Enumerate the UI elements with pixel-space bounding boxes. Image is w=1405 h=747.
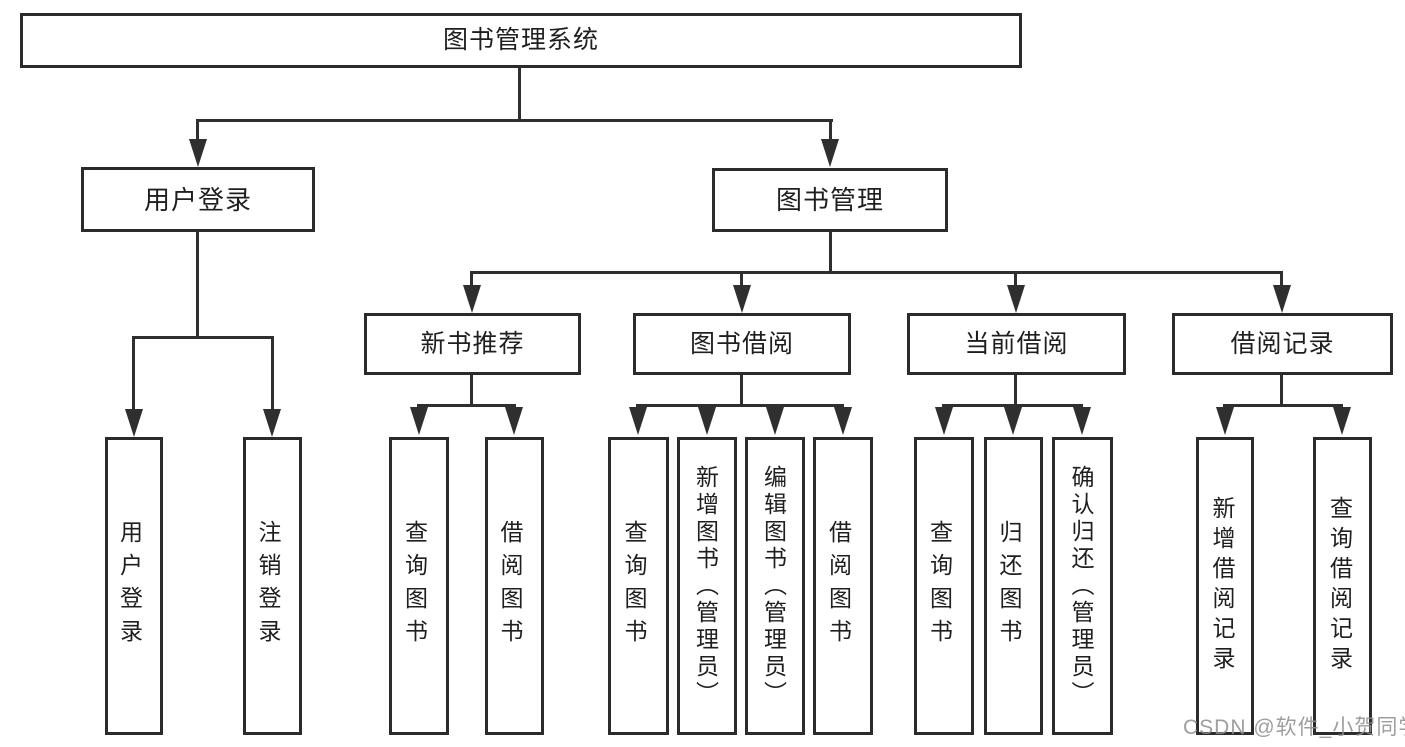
leaf-borrow-query-books: 查询图书	[608, 437, 669, 735]
node-root-system: 图书管理系统	[20, 13, 1022, 68]
leaf-current-query-books: 查询图书	[914, 437, 974, 735]
connector-to-user-login	[196, 119, 199, 145]
connector-borrow-records-spread	[1223, 404, 1343, 407]
arrow-down-icon	[505, 407, 523, 435]
node-book-borrow: 图书借阅	[633, 313, 851, 375]
connector-to-new-book-rec	[470, 271, 473, 289]
node-book-mgmt: 图书管理	[712, 168, 948, 232]
arrow-down-icon	[1007, 285, 1025, 313]
connector-user-login-spread	[132, 336, 273, 339]
leaf-records-query: 查询借阅记录	[1313, 437, 1372, 735]
connector-to-book-mgmt	[829, 119, 832, 145]
connector-book-mgmt-spread	[471, 271, 1283, 274]
connector-to-login-leaf	[132, 336, 135, 412]
node-borrow-records: 借阅记录	[1172, 313, 1393, 375]
arrow-down-icon	[410, 407, 428, 435]
connector-to-current-borrow	[1014, 271, 1017, 289]
leaf-logout-action: 注销登录	[243, 437, 302, 735]
node-current-borrow: 当前借阅	[907, 313, 1126, 375]
connector-user-login-down	[196, 232, 199, 339]
arrow-down-icon	[1216, 407, 1234, 435]
arrow-down-icon	[1273, 285, 1291, 313]
arrow-down-icon	[1073, 407, 1091, 435]
leaf-rec-borrow-books: 借阅图书	[485, 437, 544, 735]
connector-to-book-borrow	[740, 271, 743, 289]
connector-root-spread	[197, 119, 833, 122]
leaf-borrow-add-books: 新增图书（管理员）	[677, 437, 737, 735]
arrow-down-icon	[698, 407, 716, 435]
connector-to-borrow-records	[1280, 271, 1283, 289]
leaf-current-return-books: 归还图书	[984, 437, 1043, 735]
arrow-down-icon	[263, 409, 281, 437]
leaf-rec-query-books: 查询图书	[389, 437, 449, 735]
node-new-book-rec: 新书推荐	[364, 313, 581, 375]
connector-root-down	[518, 68, 521, 121]
connector-to-logout-leaf	[271, 336, 274, 412]
connector-borrow-records-down	[1280, 375, 1283, 406]
connector-current-borrow-spread	[942, 404, 1083, 407]
leaf-borrow-borrow-books: 借阅图书	[813, 437, 873, 735]
arrow-down-icon	[821, 139, 839, 167]
connector-new-book-rec-down	[470, 375, 473, 406]
arrow-down-icon	[1333, 407, 1351, 435]
arrow-down-icon	[463, 285, 481, 313]
leaf-current-confirm-return: 确认归还（管理员）	[1052, 437, 1113, 735]
arrow-down-icon	[733, 285, 751, 313]
arrow-down-icon	[766, 407, 784, 435]
csdn-watermark: CSDN @软件_小贺同学	[1183, 716, 1405, 739]
leaf-records-add: 新增借阅记录	[1196, 437, 1254, 735]
arrow-down-icon	[125, 409, 143, 437]
arrow-down-icon	[629, 407, 647, 435]
connector-book-mgmt-down	[829, 232, 832, 273]
arrow-down-icon	[1004, 407, 1022, 435]
arrow-down-icon	[189, 139, 207, 167]
arrow-down-icon	[834, 407, 852, 435]
leaf-borrow-edit-books: 编辑图书（管理员）	[745, 437, 805, 735]
arrow-down-icon	[935, 407, 953, 435]
connector-new-book-rec-spread	[417, 404, 516, 407]
connector-book-borrow-down	[740, 375, 743, 406]
connector-book-borrow-spread	[636, 404, 844, 407]
leaf-user-login-action: 用户登录	[105, 437, 163, 735]
connector-current-borrow-down	[1014, 375, 1017, 406]
node-user-login: 用户登录	[81, 167, 315, 232]
